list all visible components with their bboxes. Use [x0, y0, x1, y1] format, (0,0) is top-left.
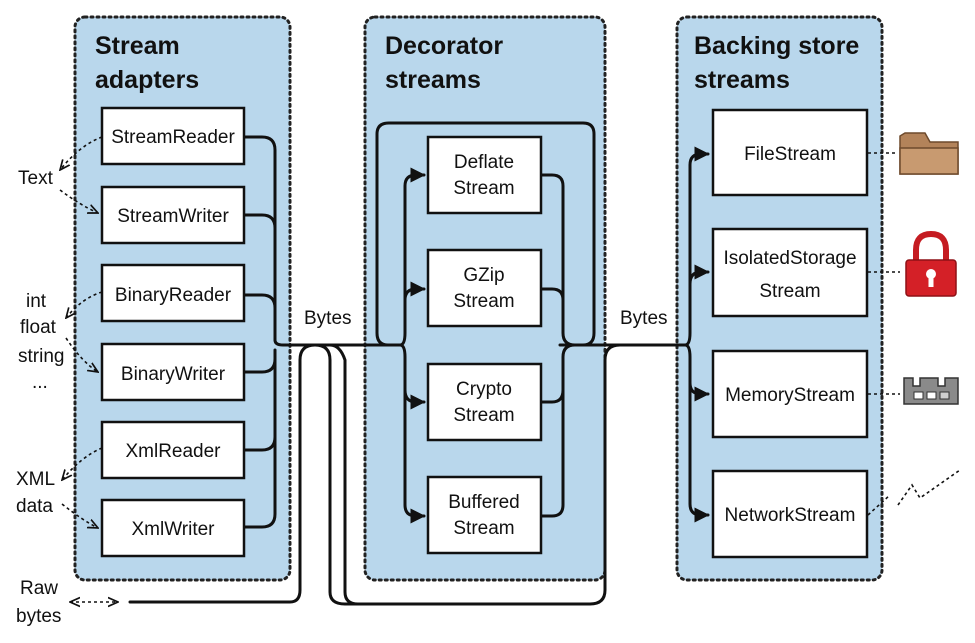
text-label: Text: [18, 168, 54, 189]
decorator-label: GZip: [463, 265, 504, 286]
primitive-label-float: float: [20, 317, 57, 338]
backing-label: IsolatedStorage: [723, 248, 856, 269]
backing-box-networkstream: NetworkStream: [711, 469, 869, 559]
decorator-box-buffered: Buffered Stream: [426, 475, 543, 555]
decorators-title-line2: streams: [385, 66, 481, 94]
adapter-label: StreamWriter: [117, 206, 229, 227]
adapters-title-line1: Stream: [95, 32, 180, 60]
backing-label: FileStream: [744, 144, 836, 165]
decorator-box-deflate: Deflate Stream: [426, 135, 543, 215]
decorator-label: Crypto: [456, 379, 512, 400]
adapter-label: BinaryWriter: [121, 364, 226, 385]
folder-icon: [899, 132, 959, 175]
decorator-label: Deflate: [454, 152, 514, 173]
adapter-box-streamwriter: StreamWriter: [100, 185, 246, 245]
backing-box-memorystream: MemoryStream: [711, 349, 869, 439]
adapter-label: StreamReader: [111, 127, 235, 148]
adapter-label: XmlReader: [125, 441, 221, 462]
decorator-label: Stream: [453, 518, 514, 539]
decorator-label: Stream: [453, 291, 514, 312]
raw-label-line1: Raw: [20, 578, 58, 599]
bytes-label-right: Bytes: [620, 308, 668, 329]
backing-title-line1: Backing store: [694, 32, 859, 60]
decorator-loop: [375, 121, 596, 347]
adapter-box-binaryreader: BinaryReader: [100, 263, 246, 323]
adapters-title-line2: adapters: [95, 66, 199, 94]
decorators-title-line1: Decorator: [385, 32, 503, 60]
primitive-label-string: string: [18, 346, 64, 367]
decorator-label: Stream: [453, 405, 514, 426]
primitive-label-ellipsis: ...: [32, 372, 48, 393]
adapter-wires: [242, 135, 302, 529]
backing-label: Stream: [759, 281, 820, 302]
lightning-icon: [897, 469, 961, 506]
backing-box-isolatedstorage: IsolatedStorage Stream: [711, 227, 869, 318]
backing-label: MemoryStream: [725, 385, 855, 406]
adapter-label: XmlWriter: [131, 519, 215, 540]
decorator-label: Buffered: [448, 492, 519, 513]
backing-box-filestream: FileStream: [711, 108, 869, 197]
backing-branch-wires: [683, 146, 710, 523]
adapter-box-xmlwriter: XmlWriter: [100, 498, 246, 558]
adapter-box-streamreader: StreamReader: [100, 106, 246, 166]
bytes-label-left: Bytes: [304, 308, 352, 329]
xml-label-line1: XML: [16, 469, 55, 490]
backing-title-line2: streams: [694, 66, 790, 94]
adapter-box-binarywriter: BinaryWriter: [100, 342, 246, 402]
padlock-icon: [905, 230, 957, 297]
xml-label-line2: data: [16, 496, 53, 517]
raw-label-line2: bytes: [16, 606, 61, 627]
decorator-label: Stream: [453, 178, 514, 199]
decorator-box-gzip: GZip Stream: [426, 248, 543, 328]
memory-chip-icon: [903, 377, 959, 405]
adapter-box-xmlreader: XmlReader: [100, 420, 246, 480]
adapter-label: BinaryReader: [115, 285, 232, 306]
primitive-label-int: int: [26, 291, 47, 312]
decorator-box-crypto: Crypto Stream: [426, 362, 543, 442]
backing-label: NetworkStream: [725, 505, 856, 526]
